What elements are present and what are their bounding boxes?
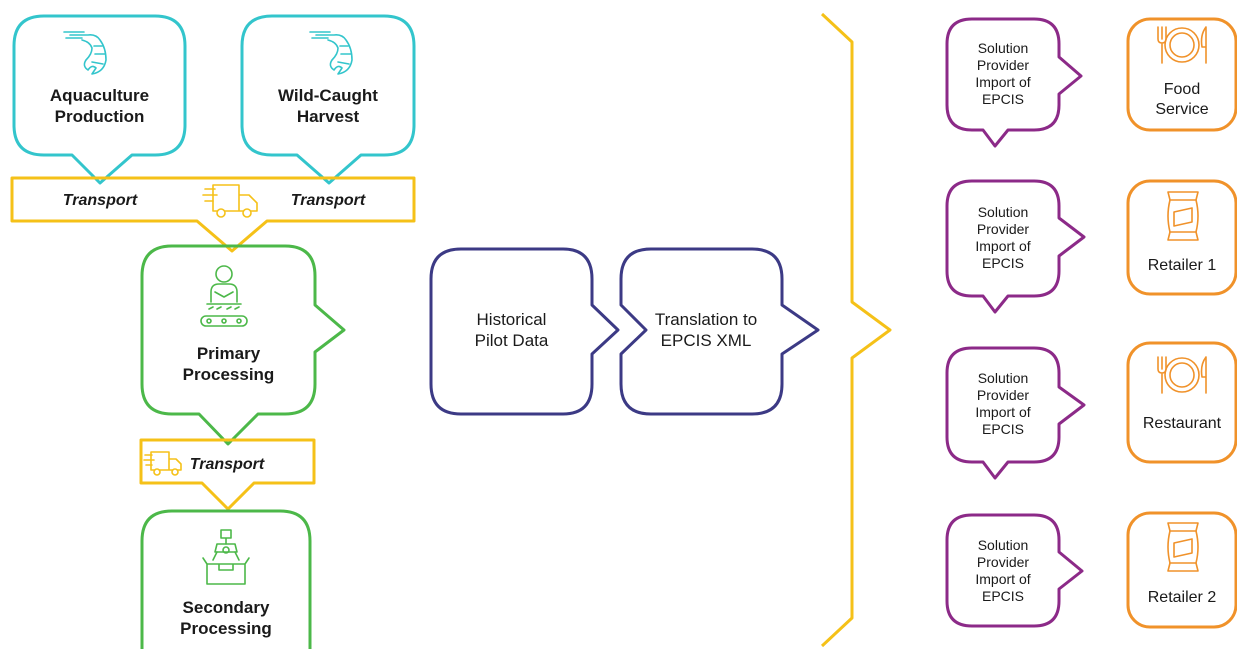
transport-label-mid: Transport: [189, 455, 265, 473]
retail-package-icon: [1167, 191, 1199, 241]
provider-label-1: Solution Provider Import of EPCIS: [975, 40, 1031, 107]
wild-caught-label: Wild-Caught Harvest: [278, 86, 378, 126]
provider-label-4: Solution Provider Import of EPCIS: [975, 537, 1031, 604]
destination-label-4: Retailer 2: [1147, 589, 1217, 606]
wild-caught-bubble: [240, 14, 416, 185]
destination-box-2: [1126, 179, 1237, 296]
destination-label-1: Food Service: [1155, 81, 1209, 118]
worker-conveyor-icon: [200, 265, 248, 327]
translation-label: Translation to EPCIS XML: [654, 310, 758, 350]
shrimp-icon: [63, 31, 107, 75]
historical-data-shape: [429, 247, 620, 416]
historical-data-label: Historical Pilot Data: [474, 310, 549, 350]
provider-bubble-1: [945, 17, 1083, 148]
distribution-brace: [820, 12, 892, 648]
destination-box-4: [1126, 511, 1237, 629]
robotic-packing-icon: [202, 529, 250, 585]
transport-band-top: [10, 176, 416, 253]
aquaculture-label: Aquaculture Production: [49, 86, 150, 126]
translation-shape: [619, 247, 820, 416]
secondary-processing-bubble: [140, 509, 312, 649]
provider-bubble-2: [945, 179, 1086, 314]
aquaculture-bubble: [12, 14, 187, 185]
retail-package-icon: [1167, 522, 1199, 572]
provider-bubble-3: [945, 346, 1086, 480]
provider-label-2: Solution Provider Import of EPCIS: [975, 204, 1031, 271]
transport-band-mid: [139, 438, 316, 511]
secondary-processing-label: Secondary Processing: [180, 598, 272, 638]
destination-label-2: Retailer 1: [1147, 257, 1217, 274]
destination-box-1: [1126, 17, 1237, 132]
plate-cutlery-icon: [1157, 356, 1207, 394]
provider-bubble-4: [945, 513, 1084, 628]
provider-label-3: Solution Provider Import of EPCIS: [975, 370, 1031, 437]
transport-label-right: Transport: [290, 191, 366, 209]
transport-label-left: Transport: [62, 191, 138, 209]
primary-processing-bubble: [140, 244, 346, 446]
destination-label-3: Restaurant: [1142, 415, 1222, 432]
plate-cutlery-icon: [1157, 26, 1207, 64]
primary-processing-label: Primary Processing: [182, 344, 275, 384]
destination-box-3: [1126, 341, 1237, 464]
delivery-truck-icon: [202, 184, 258, 218]
delivery-truck-icon: [143, 451, 182, 476]
shrimp-icon: [309, 31, 353, 75]
